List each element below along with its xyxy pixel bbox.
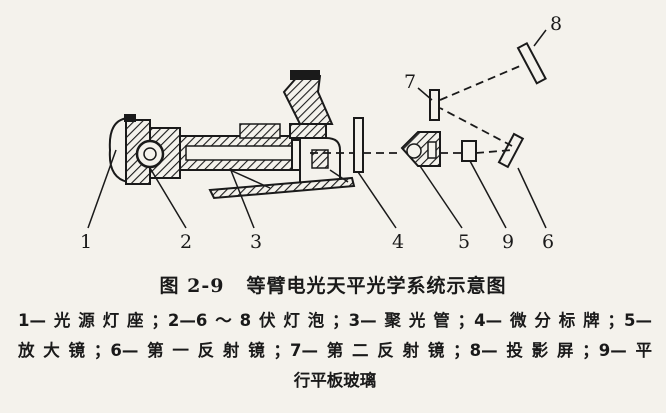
label-7: 7 — [404, 71, 416, 93]
label-1: 1 — [80, 231, 92, 253]
light-path — [310, 65, 521, 154]
legend-line-2: 放大镜；6—第一反射镜；7—第二反射镜；8—投影屏；9—平 — [18, 341, 652, 360]
projection-screen — [516, 41, 547, 85]
label-5: 5 — [458, 231, 470, 253]
bulb — [135, 139, 165, 169]
micro-scale — [353, 117, 364, 173]
figure-title: 等臂电光天平光学系统示意图 — [246, 275, 507, 297]
label-8: 8 — [550, 13, 562, 35]
label-4: 4 — [392, 231, 404, 253]
optical-diagram: 1 2 3 4 5 9 6 7 8 — [80, 13, 562, 253]
label-6: 6 — [542, 231, 554, 253]
leader-lines — [87, 29, 547, 229]
parallel-glass-plate — [461, 140, 477, 162]
magnifier — [400, 131, 441, 167]
first-mirror — [497, 132, 525, 169]
balance-column — [282, 70, 341, 187]
label-3: 3 — [250, 231, 262, 253]
second-mirror — [429, 89, 440, 121]
legend-line-1: 1—光源灯座；2—6～8伏灯泡；3—聚光管；4—微分标牌；5— — [18, 311, 652, 330]
figure-legend: 1—光源灯座；2—6～8伏灯泡；3—聚光管；4—微分标牌；5— 放大镜；6—第一… — [18, 306, 652, 396]
figure-number: 图 2-9 — [159, 275, 225, 297]
label-9: 9 — [502, 231, 514, 253]
legend-line-3: 行平板玻璃 — [293, 371, 377, 390]
label-2: 2 — [180, 231, 192, 253]
base-plate — [208, 169, 356, 200]
figure-caption: 图 2-9 等臂电光天平光学系统示意图 — [0, 271, 666, 298]
